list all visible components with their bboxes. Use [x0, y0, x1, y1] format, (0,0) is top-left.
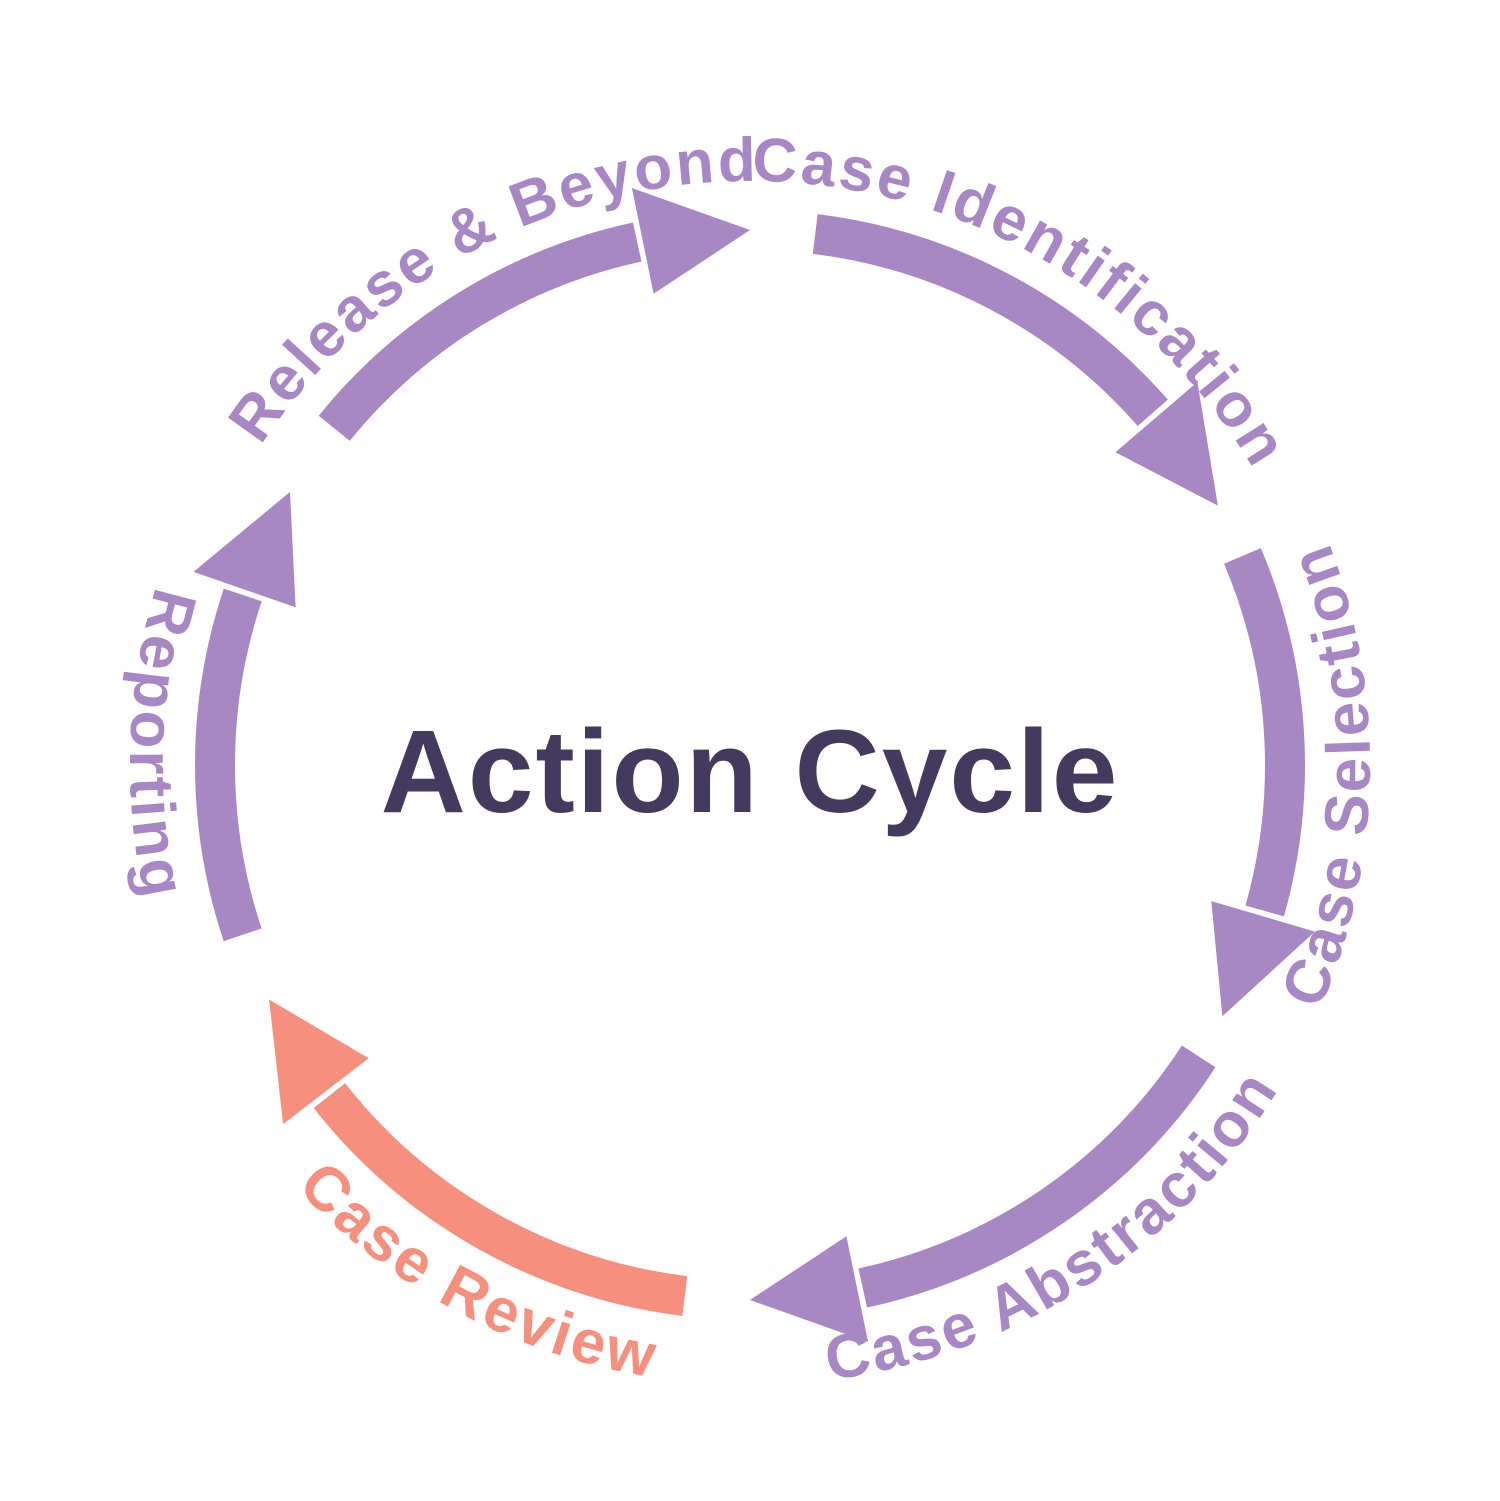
cycle-arrow-case-review [313, 1083, 688, 1316]
cycle-arrow-case-selection [1224, 548, 1305, 917]
cycle-title: Action Cycle [381, 706, 1120, 838]
cycle-arrowhead-case-selection [1211, 901, 1315, 1017]
cycle-arrowhead-reporting [193, 491, 296, 608]
cycle-arrowhead-release-and-beyond [631, 188, 750, 294]
cycle-arrows [193, 188, 1315, 1342]
cycle-arrow-case-abstraction [858, 1045, 1216, 1308]
cycle-arrow-reporting [195, 588, 262, 942]
cycle-arrow-case-identification [812, 214, 1168, 427]
cycle-arrowhead-case-identification [1115, 382, 1218, 506]
cycle-arrowhead-case-abstraction [750, 1236, 869, 1342]
cycle-label-reporting: Reporting [116, 582, 209, 904]
cycle-label-text-reporting: Reporting [116, 582, 206, 904]
cycle-arrowhead-case-review [269, 999, 369, 1125]
cycle-arrow-release-and-beyond [318, 222, 642, 441]
